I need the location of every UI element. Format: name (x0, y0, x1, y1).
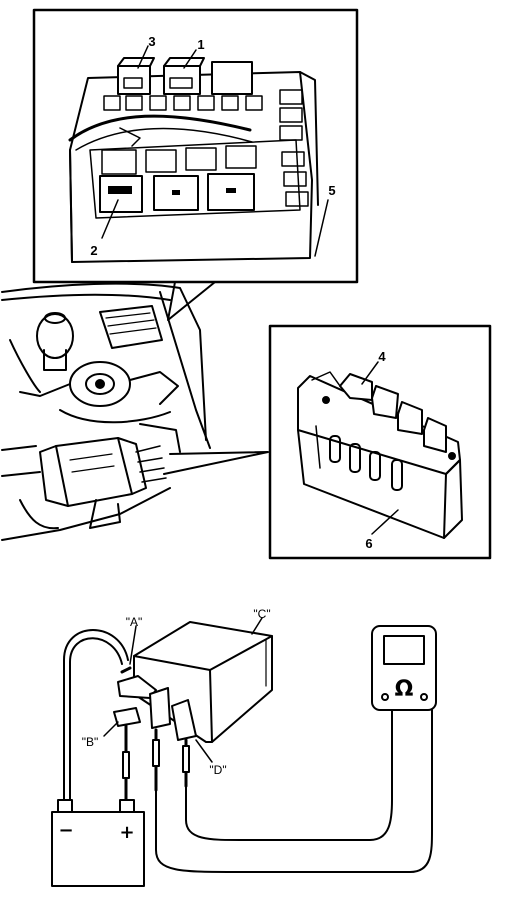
callout-1: 1 (197, 37, 204, 52)
ohm-symbol: Ω (395, 677, 414, 702)
battery-positive-label: + (119, 822, 134, 843)
callout-5: 5 (328, 183, 335, 198)
callout-4: 4 (378, 349, 386, 364)
callout-6: 6 (365, 536, 372, 551)
callout-2: 2 (90, 243, 97, 258)
battery-negative-label: − (58, 820, 73, 841)
relay-block-inset (268, 324, 492, 560)
terminal-b-label: "B" (82, 735, 99, 749)
relay-box-inset (32, 8, 359, 284)
continuity-test-diagram (51, 617, 437, 887)
terminal-c-label: "C" (253, 607, 270, 621)
engine-bay-sketch (1, 282, 211, 541)
terminal-a-label: "A" (126, 615, 143, 629)
terminal-d-label: "D" (209, 763, 226, 777)
callout-3: 3 (148, 34, 155, 49)
